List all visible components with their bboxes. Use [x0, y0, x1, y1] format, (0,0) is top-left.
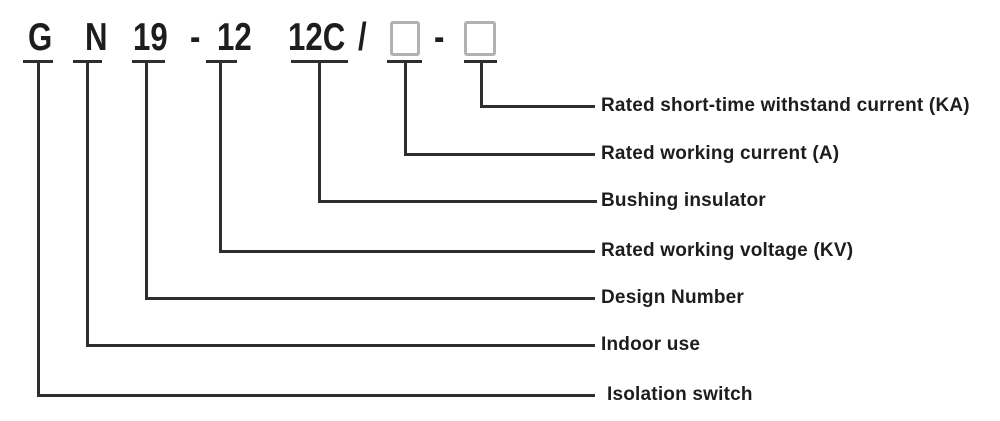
- label-indoor-use: Indoor use: [601, 334, 701, 355]
- code-slash: /: [358, 16, 367, 59]
- connector-voltage-vertical: [219, 60, 222, 253]
- connector-isolation-horizontal: [37, 394, 595, 397]
- code-separator-2: -: [434, 16, 445, 59]
- placeholder-box-working-current-icon: [390, 21, 420, 56]
- code-segment-n: N: [85, 16, 108, 59]
- label-rated-working-current: Rated working current (A): [601, 143, 840, 164]
- code-segment-voltage: 12: [217, 16, 252, 59]
- label-isolation-switch: Isolation switch: [607, 384, 753, 405]
- connector-design-vertical: [145, 60, 148, 300]
- placeholder-box-short-time-current-icon: [464, 21, 496, 56]
- connector-indoor-horizontal: [86, 344, 595, 347]
- label-design-number: Design Number: [601, 287, 745, 308]
- code-segment-bushing: 12C: [288, 16, 346, 59]
- connector-isolation-vertical: [37, 60, 40, 397]
- connector-voltage-horizontal: [219, 250, 595, 253]
- underline-design: [132, 60, 165, 63]
- code-segment-g: G: [28, 16, 53, 59]
- connector-box2-vertical: [480, 60, 483, 108]
- connector-box1-horizontal: [404, 153, 595, 156]
- code-segment-design: 19: [133, 16, 168, 59]
- connector-box2-horizontal: [480, 105, 595, 108]
- label-rated-short-time-current: Rated short-time withstand current (KA): [601, 95, 970, 116]
- label-rated-working-voltage: Rated working voltage (KV): [601, 240, 854, 261]
- label-bushing-insulator: Bushing insulator: [601, 190, 766, 211]
- code-separator-1: -: [190, 16, 201, 59]
- connector-box1-vertical: [404, 60, 407, 156]
- connector-design-horizontal: [145, 297, 595, 300]
- connector-indoor-vertical: [86, 60, 89, 347]
- connector-bushing-horizontal: [318, 200, 597, 203]
- connector-bushing-vertical: [318, 60, 321, 203]
